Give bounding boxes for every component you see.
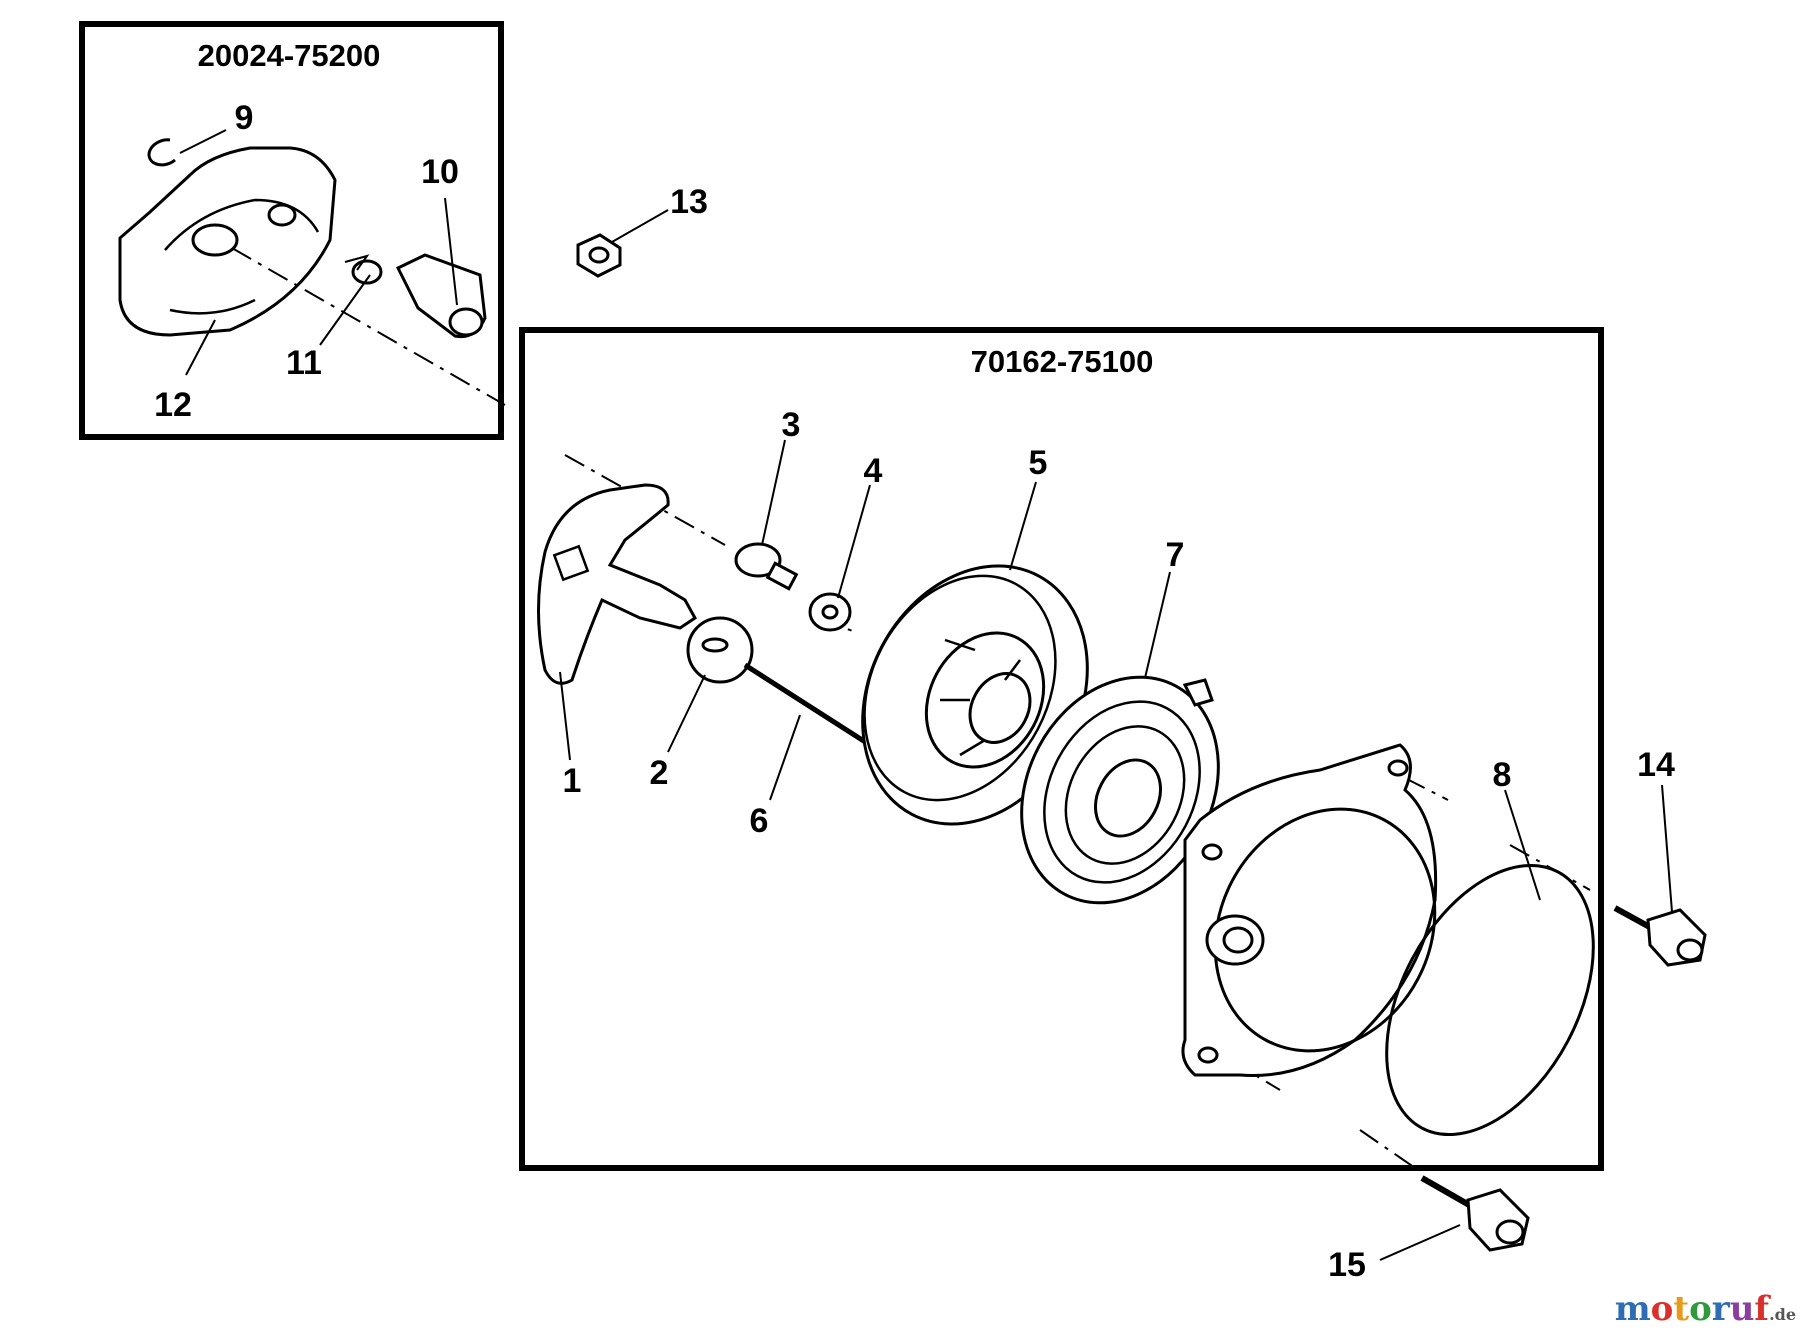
bolt-14-part: 14 xyxy=(1613,746,1707,967)
screw-part xyxy=(734,542,799,591)
callout-1: 1 xyxy=(563,762,582,800)
clutch-shoe-part xyxy=(118,146,337,337)
callout-6: 6 xyxy=(750,802,769,840)
watermark-letter: m xyxy=(1615,1289,1651,1329)
callout-13: 13 xyxy=(670,183,708,221)
watermark-letter: t xyxy=(1673,1289,1689,1329)
callout-4: 4 xyxy=(864,452,883,490)
callout-9: 9 xyxy=(235,99,254,137)
watermark-logo: motoruf.de xyxy=(1615,1289,1796,1329)
watermark-letter: r xyxy=(1712,1289,1731,1329)
starter-housing-part xyxy=(1181,743,1438,1078)
clutch-inset: 20024-75200 9 10 11 xyxy=(79,21,506,440)
starter-inset-title: 70162-75100 xyxy=(971,344,1154,379)
rope-guide-part xyxy=(686,616,754,684)
callout-3: 3 xyxy=(782,406,801,444)
starter-handle-part xyxy=(537,483,697,685)
watermark-letter: u xyxy=(1730,1289,1755,1329)
recoil-spring-part xyxy=(1020,675,1220,905)
callout-12: 12 xyxy=(154,386,192,424)
bolt-15-part: 15 xyxy=(1328,1175,1530,1284)
gasket-part xyxy=(1385,863,1595,1137)
washer-part xyxy=(808,592,852,632)
clutch-inset-title: 20024-75200 xyxy=(198,38,381,73)
watermark-letter: o xyxy=(1651,1289,1674,1329)
starter-inset: 70162-75100 xyxy=(519,327,1604,1171)
watermark-letter: f xyxy=(1754,1289,1771,1329)
callout-8: 8 xyxy=(1493,756,1512,794)
clutch-weight-part xyxy=(395,253,487,339)
callout-11: 11 xyxy=(286,344,322,382)
callout-14: 14 xyxy=(1637,746,1675,784)
nut-part: 13 xyxy=(576,183,708,278)
circlip-part xyxy=(147,138,176,167)
callout-15: 15 xyxy=(1328,1246,1366,1284)
callout-5: 5 xyxy=(1029,444,1048,482)
watermark-letter: o xyxy=(1689,1289,1712,1329)
callout-2: 2 xyxy=(650,754,669,792)
callout-10: 10 xyxy=(421,153,459,191)
starter-rope-part xyxy=(743,662,872,748)
callout-7: 7 xyxy=(1166,536,1185,574)
watermark-suffix: .de xyxy=(1769,1305,1796,1324)
spring-part xyxy=(344,254,383,285)
watermark-text: motoruf.de xyxy=(1615,1289,1796,1329)
